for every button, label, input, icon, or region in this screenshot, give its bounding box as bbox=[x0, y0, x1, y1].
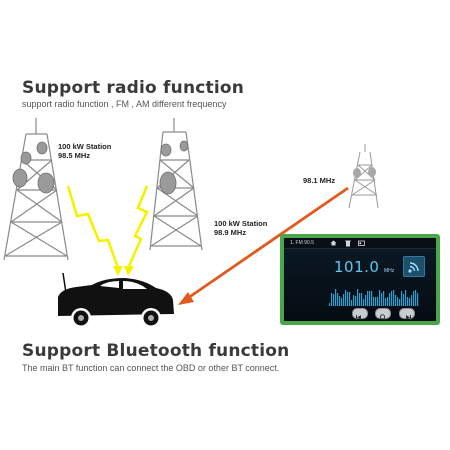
equalizer-bar bbox=[367, 291, 369, 306]
equalizer-bar bbox=[417, 293, 419, 306]
prev-icon bbox=[356, 315, 361, 320]
equalizer-bar bbox=[383, 291, 385, 306]
station-left-label: 100 kW Station 98.5 MHz bbox=[58, 142, 112, 160]
status-bar: 1. FM 90.5 bbox=[284, 238, 436, 249]
equalizer-bar bbox=[401, 291, 403, 306]
tower-right-icon bbox=[348, 144, 379, 209]
equalizer-bar bbox=[361, 293, 363, 306]
home-icon[interactable] bbox=[330, 240, 337, 246]
equalizer-bar bbox=[415, 290, 417, 306]
equalizer-bar bbox=[343, 294, 345, 306]
frequency-readout: 101.0 bbox=[334, 258, 380, 276]
search-button[interactable] bbox=[375, 308, 391, 321]
tower-left-icon bbox=[3, 118, 69, 261]
equalizer-bar bbox=[381, 293, 383, 306]
equalizer-bar bbox=[355, 296, 357, 306]
trash-icon[interactable] bbox=[345, 240, 351, 247]
heading-radio: Support radio function bbox=[22, 78, 245, 98]
equalizer-bar bbox=[373, 297, 375, 306]
equalizer-bar bbox=[379, 290, 381, 306]
station-right-label: 98.1 MHz bbox=[303, 176, 336, 185]
equalizer-bar bbox=[359, 293, 361, 306]
equalizer-bar bbox=[365, 295, 367, 306]
equalizer-bar bbox=[391, 291, 393, 306]
equalizer-bar bbox=[395, 295, 397, 306]
heading-bluetooth: Support Bluetooth function bbox=[22, 341, 290, 361]
wifi-signal-icon bbox=[408, 262, 419, 273]
equalizer-bar bbox=[375, 297, 377, 306]
equalizer-bar bbox=[329, 303, 331, 306]
signal-bolt-icon bbox=[66, 185, 149, 269]
radio-panel: 1. FM 90.5 101.0 MHz bbox=[280, 234, 440, 325]
station-middle-label: 100 kW Station 98.9 MHz bbox=[214, 219, 268, 237]
equalizer-bar bbox=[335, 289, 337, 306]
prev-button[interactable] bbox=[352, 308, 368, 320]
band-label: 1. FM 90.5 bbox=[290, 240, 314, 246]
signal-button[interactable] bbox=[403, 256, 425, 277]
radio-screen: 1. FM 90.5 101.0 MHz bbox=[284, 238, 436, 321]
equalizer-bar bbox=[387, 297, 389, 306]
equalizer-bar bbox=[339, 296, 341, 306]
equalizer-bars bbox=[329, 289, 419, 306]
subheading-radio: support radio function , FM , AM differe… bbox=[22, 99, 227, 109]
equalizer-bar bbox=[349, 292, 351, 306]
dish-icon bbox=[12, 141, 55, 194]
signal-arrow bbox=[187, 186, 349, 300]
equalizer-bar bbox=[341, 298, 343, 306]
car-icon bbox=[58, 272, 174, 328]
equalizer-bar bbox=[351, 300, 353, 306]
radio-icon[interactable] bbox=[358, 240, 365, 246]
equalizer-bar bbox=[393, 290, 395, 306]
equalizer-bar bbox=[345, 290, 347, 306]
equalizer-bar bbox=[403, 294, 405, 306]
equalizer-bar bbox=[347, 292, 349, 306]
next-icon bbox=[406, 315, 411, 320]
equalizer-bar bbox=[389, 293, 391, 306]
equalizer-bar bbox=[353, 295, 355, 306]
equalizer-bar bbox=[399, 299, 401, 306]
equalizer-bar bbox=[413, 291, 415, 306]
equalizer-bar bbox=[369, 291, 371, 306]
equalizer-bar bbox=[337, 293, 339, 306]
equalizer-bar bbox=[363, 299, 365, 306]
equalizer-bar bbox=[405, 290, 407, 306]
equalizer-bar bbox=[357, 289, 359, 306]
equalizer-bar bbox=[385, 298, 387, 306]
equalizer-bar bbox=[371, 291, 373, 306]
equalizer-bar bbox=[407, 297, 409, 306]
frequency-unit: MHz bbox=[384, 268, 395, 274]
equalizer-bar bbox=[331, 293, 333, 306]
equalizer-bar bbox=[409, 298, 411, 306]
next-button[interactable] bbox=[399, 308, 415, 320]
search-icon bbox=[379, 314, 387, 321]
equalizer-bar bbox=[377, 297, 379, 306]
equalizer-bar bbox=[397, 297, 399, 306]
equalizer-bar bbox=[333, 294, 335, 306]
equalizer-bar bbox=[411, 295, 413, 306]
subheading-bluetooth: The main BT function can connect the OBD… bbox=[22, 363, 280, 373]
